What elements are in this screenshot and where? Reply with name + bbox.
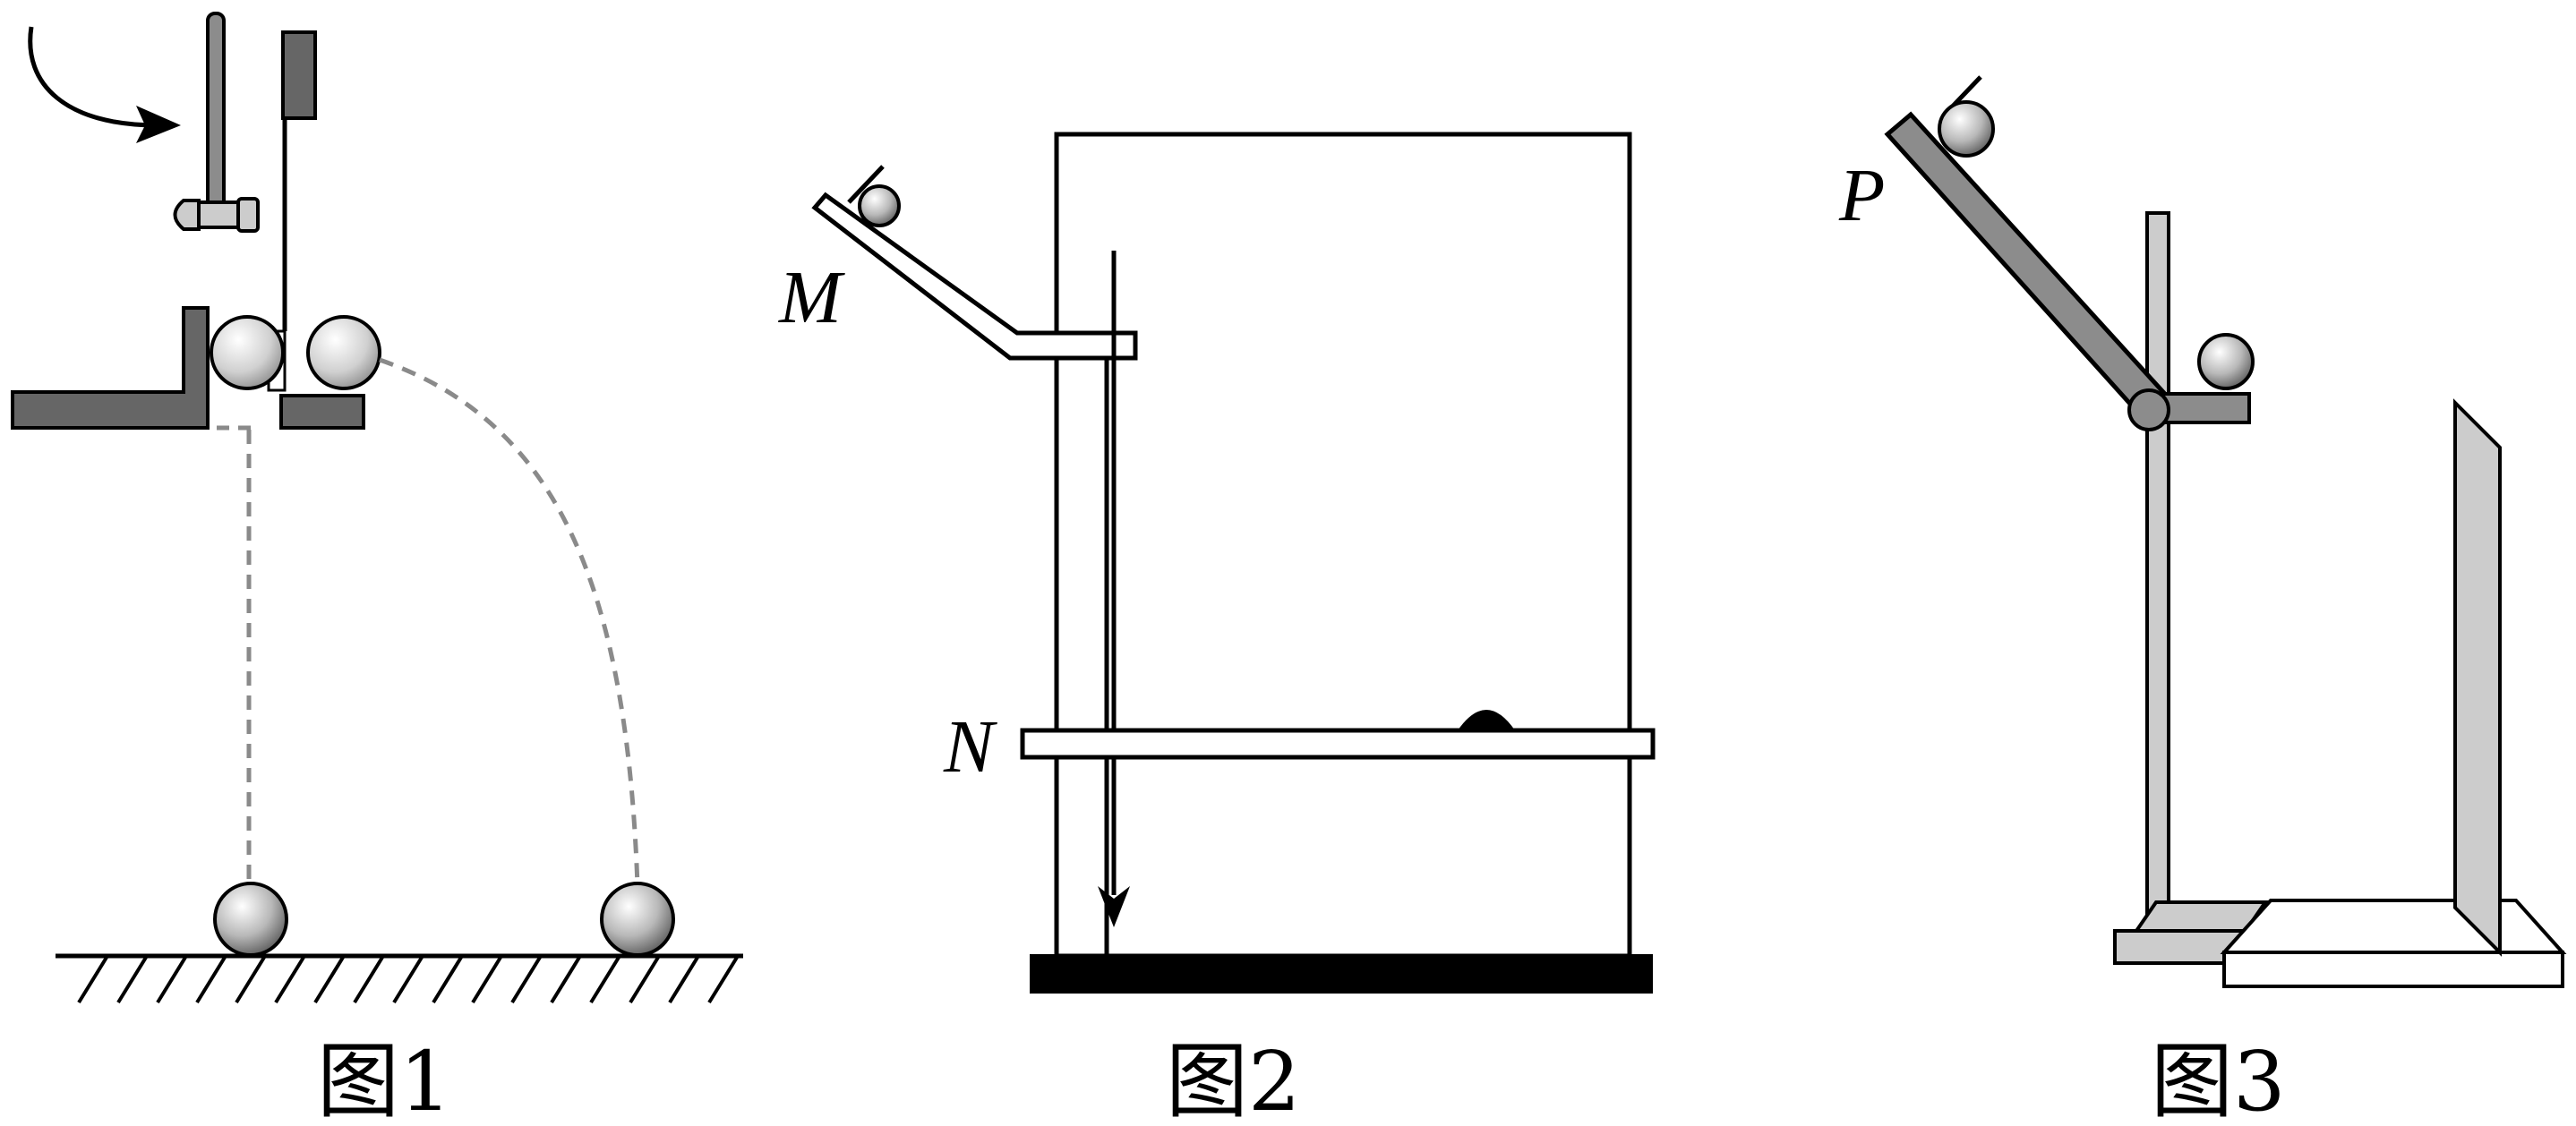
ball-on-chute (858, 184, 901, 227)
stand-rod (2145, 211, 2170, 915)
ball-right-landed (600, 882, 675, 957)
hammer-head-right (236, 197, 260, 233)
hammer-head-left (173, 199, 201, 231)
ball-right-start (306, 315, 381, 390)
ball-left-landed (213, 882, 288, 957)
hammer-handle (206, 12, 226, 210)
back-board (1054, 132, 1632, 959)
figure-2: M N 图2 (778, 132, 1656, 1126)
ground-hatching (77, 954, 740, 1004)
ball-left-start (210, 315, 285, 390)
projectile-path (379, 357, 640, 887)
landing-mark (1458, 710, 1515, 730)
figure-1-caption: 图1 (317, 1034, 452, 1126)
swing-arrow (28, 26, 158, 128)
left-platform (11, 306, 210, 430)
ball-on-arm (2197, 333, 2255, 390)
falling-arrowhead (1098, 886, 1130, 927)
base-plate (1030, 954, 1653, 994)
plate-N (1020, 728, 1656, 760)
floor-board-top (2220, 899, 2567, 954)
chute-P (1884, 111, 2167, 425)
ball-on-chute-P (1938, 100, 1995, 158)
clamp-joint (2127, 388, 2170, 431)
figure-3-caption: 图3 (2151, 1034, 2286, 1126)
floor-board-front (2222, 951, 2564, 988)
figure-1: 图1 (11, 12, 743, 1126)
label-P: P (1838, 154, 1885, 237)
hammer-head (197, 200, 240, 229)
figure-3: P 图3 (1838, 75, 2567, 1126)
chute-stop (847, 165, 885, 204)
upper-block (281, 30, 317, 120)
chute-M (811, 192, 1138, 361)
figure-2-caption: 图2 (1166, 1034, 1301, 1126)
swing-arrowhead (136, 106, 181, 143)
vertical-board (2453, 398, 2502, 957)
label-N: N (943, 705, 997, 789)
right-platform (279, 394, 365, 430)
label-M: M (778, 256, 845, 339)
